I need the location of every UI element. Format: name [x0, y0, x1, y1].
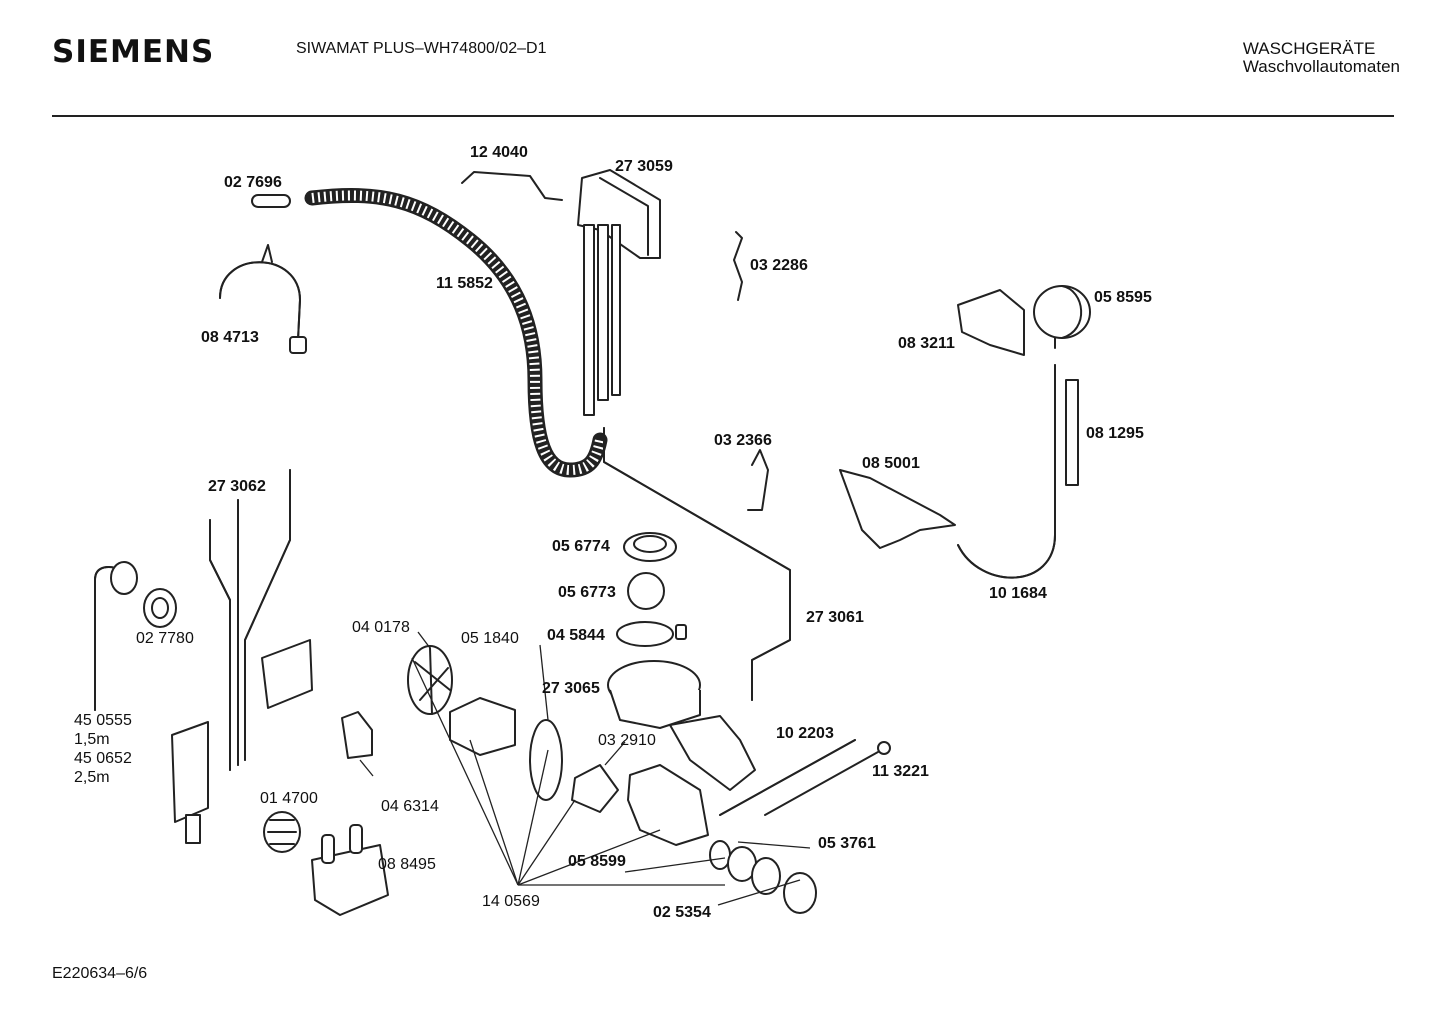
label-027696: 02 7696: [224, 174, 282, 191]
detergent-tray-273059: [577, 169, 661, 416]
label-088495: 08 8495: [378, 856, 436, 873]
label-040178: 04 0178: [352, 619, 410, 636]
document-id: E220634–6/6: [52, 965, 148, 982]
label-140569: 14 0569: [482, 893, 540, 910]
nozzle-027696: [251, 194, 291, 208]
brand-logo: SIEMENS: [52, 34, 215, 70]
leader-lines: [359, 631, 811, 906]
bracket-083211: [957, 289, 1025, 356]
label-115852: 11 5852: [436, 275, 493, 292]
valve-088495: [311, 824, 389, 916]
label-058599: 05 8599: [568, 853, 626, 870]
bracket-085001: [839, 469, 956, 549]
label-014700: 01 4700: [260, 790, 318, 807]
spring-014700: [263, 811, 301, 853]
ring-045844: [616, 621, 674, 647]
rod-113221: [764, 751, 879, 816]
category-line1: WASCHGERÄTE: [1242, 39, 1376, 58]
bracket-046314: [341, 711, 373, 759]
label-046314: 04 6314: [381, 798, 439, 815]
label-058595: 05 8595: [1094, 289, 1152, 306]
tube-081295: [1065, 379, 1079, 486]
label-102203: 10 2203: [776, 725, 834, 742]
label-051840: 05 1840: [461, 630, 519, 647]
category-line2: Waschvollautomaten: [1242, 57, 1400, 76]
label-084713: 08 4713: [201, 329, 259, 346]
label-273065: 27 3065: [542, 680, 600, 697]
drain-hose-450555: [94, 561, 138, 711]
sump-273065: [607, 660, 756, 791]
label-273059: 27 3059: [615, 158, 673, 175]
hose-101684: [957, 364, 1056, 579]
label-083211: 08 3211: [898, 335, 955, 352]
label-081295: 08 1295: [1086, 425, 1144, 442]
label-085001: 08 5001: [862, 455, 920, 472]
label-273062: 27 3062: [208, 478, 266, 495]
nut-027780: [143, 588, 177, 628]
label-124040: 12 4040: [470, 144, 528, 161]
mounting-plate: [171, 721, 209, 823]
label-053761: 05 3761: [818, 835, 876, 852]
label-032286: 03 2286: [750, 257, 808, 274]
impeller-040178: [407, 645, 453, 715]
label-450555: 45 0555: [74, 712, 132, 729]
label-273061: 27 3061: [806, 609, 864, 626]
bracket-273062: [261, 639, 313, 709]
pump-housing: [627, 764, 709, 846]
pipes-273062: [209, 469, 291, 771]
pump-motor-051840: [449, 697, 563, 801]
label-length-2: 2,5m: [74, 769, 110, 786]
label-056773: 05 6773: [558, 584, 616, 601]
label-length-1: 1,5m: [74, 731, 110, 748]
label-027780: 02 7780: [136, 630, 194, 647]
label-056774: 05 6774: [552, 538, 610, 555]
header-divider: [52, 115, 1394, 117]
label-113221: 11 3221: [872, 763, 929, 780]
clip-032366: [747, 449, 769, 511]
label-101684: 10 1684: [989, 585, 1047, 602]
model-title: SIWAMAT PLUS–WH74800/02–D1: [296, 40, 547, 57]
bracket-084713: [219, 244, 307, 354]
rod-124040: [461, 171, 563, 201]
label-450652: 45 0652: [74, 750, 132, 767]
label-032910: 03 2910: [598, 732, 656, 749]
ball-056773: [627, 572, 665, 610]
flap-032910: [571, 764, 619, 813]
clip-032286: [733, 231, 743, 301]
label-032366: 03 2366: [714, 432, 772, 449]
seal-056774: [623, 532, 677, 562]
label-025354: 02 5354: [653, 904, 711, 921]
pipe-273061: [603, 427, 791, 701]
pressure-switch-058595: [1033, 285, 1091, 349]
category-block: WASCHGERÄTE Waschvollautomaten: [1243, 40, 1400, 76]
hose-115852: [304, 187, 608, 478]
label-045844: 04 5844: [547, 627, 605, 644]
